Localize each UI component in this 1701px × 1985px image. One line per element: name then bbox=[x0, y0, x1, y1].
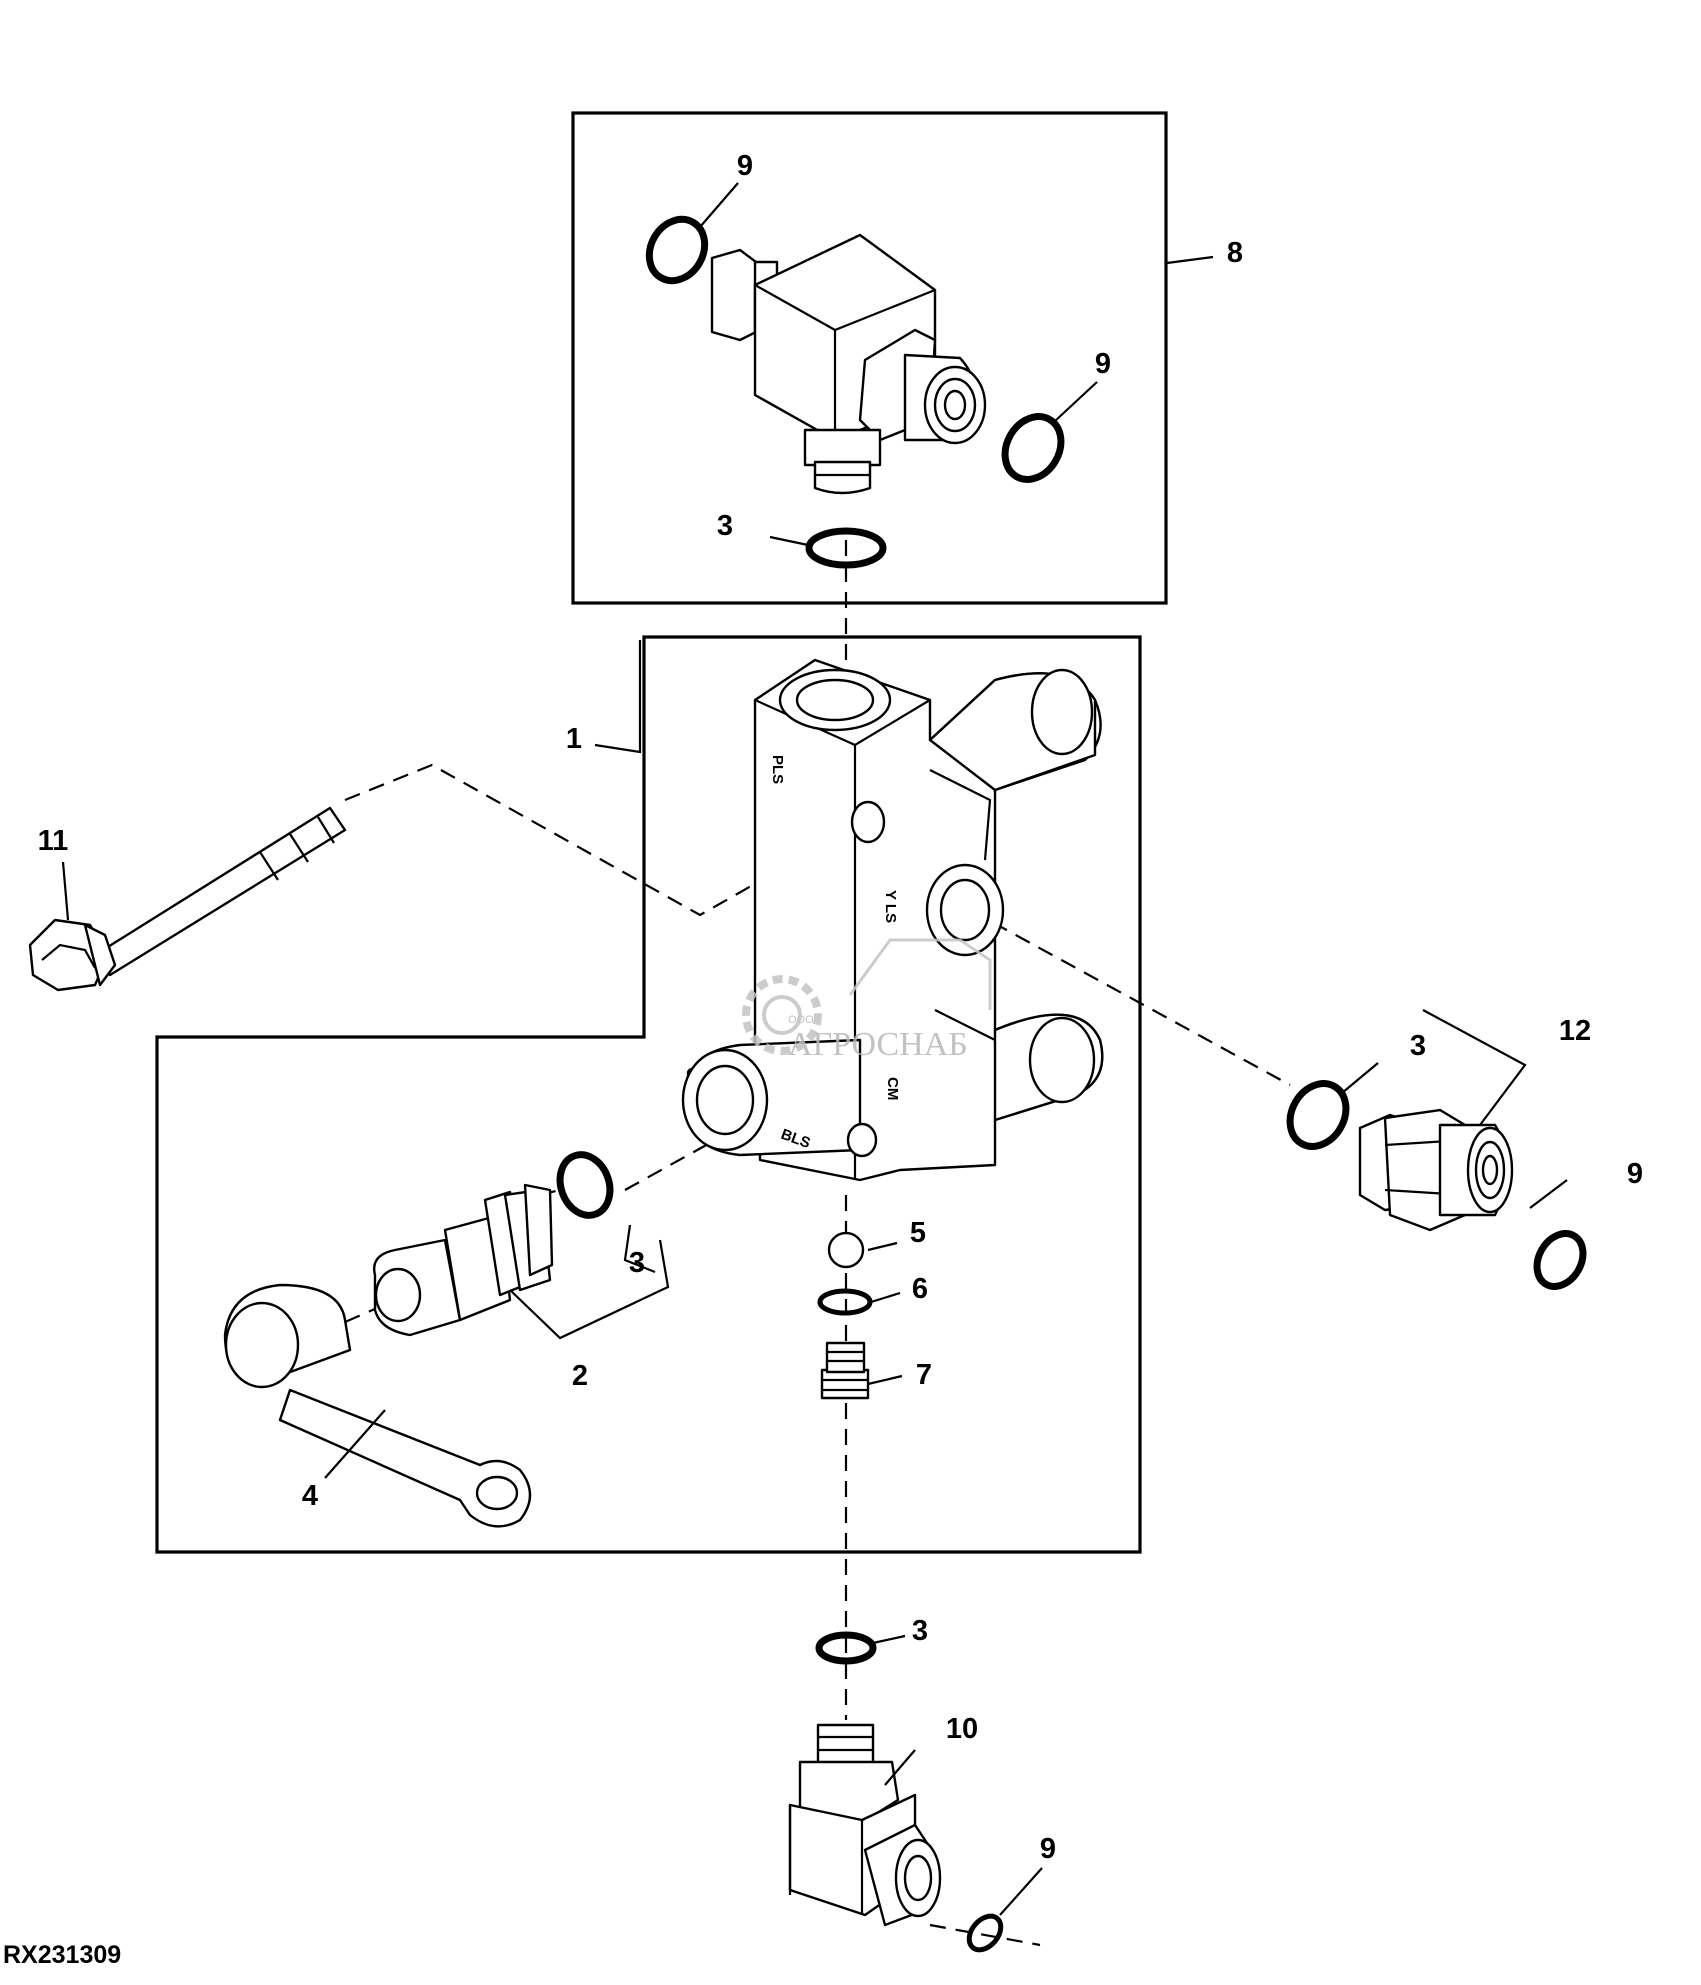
coupler-part-2 bbox=[373, 1183, 554, 1337]
oring-part-6 bbox=[817, 1288, 873, 1316]
callout-6: 6 bbox=[912, 1273, 928, 1305]
casting-mark-cm: CM bbox=[884, 1077, 901, 1100]
tee-fitting-part-8 bbox=[710, 233, 987, 495]
bolt-part-11 bbox=[28, 806, 347, 992]
watermark-logo: ООО АГРОСНАБ bbox=[742, 938, 992, 1063]
plug-part-7 bbox=[820, 1341, 870, 1400]
callout-4: 4 bbox=[302, 1480, 318, 1512]
callout-9-bottom: 9 bbox=[1040, 1833, 1056, 1865]
callout-9-upper-right: 9 bbox=[1095, 348, 1111, 380]
fitting-part-12 bbox=[1358, 1108, 1514, 1232]
valve-block-part-1: PLS Y LS CM BLS bbox=[681, 658, 1104, 1182]
callout-5: 5 bbox=[910, 1217, 926, 1249]
figure-id: RX231309 bbox=[3, 1941, 121, 1969]
callout-7: 7 bbox=[916, 1359, 932, 1391]
leader-lines bbox=[61, 182, 1568, 1916]
callout-12: 12 bbox=[1559, 1015, 1591, 1047]
watermark-prefix: ООО bbox=[788, 1014, 814, 1026]
o-rings bbox=[556, 215, 1587, 1953]
callout-3-bottom: 3 bbox=[912, 1615, 928, 1647]
callout-10: 10 bbox=[946, 1713, 978, 1745]
watermark-text: АГРОСНАБ bbox=[788, 1026, 968, 1063]
assembly-box-1 bbox=[155, 635, 1142, 1554]
callout-3-right: 3 bbox=[1410, 1030, 1426, 1062]
callout-3-top: 3 bbox=[717, 510, 733, 542]
callout-3-left: 3 bbox=[629, 1247, 645, 1279]
callout-9-right: 9 bbox=[1627, 1158, 1643, 1190]
callout-11: 11 bbox=[38, 825, 69, 857]
callout-8: 8 bbox=[1227, 237, 1243, 269]
callout-9-top: 9 bbox=[737, 150, 753, 182]
assembly-box-8 bbox=[571, 111, 1168, 605]
callout-1: 1 bbox=[566, 723, 582, 755]
elbow-fitting-part-10 bbox=[788, 1723, 942, 1927]
callout-2: 2 bbox=[572, 1360, 588, 1392]
casting-mark-yls: Y LS bbox=[882, 890, 899, 923]
casting-mark-pls: PLS bbox=[769, 755, 786, 784]
callout-labels: 1 2 3 3 3 3 4 5 6 7 8 9 9 9 9 10 11 12 bbox=[38, 150, 1643, 1865]
ball-part-5 bbox=[827, 1231, 865, 1269]
dust-cap-part-4 bbox=[223, 1283, 532, 1528]
